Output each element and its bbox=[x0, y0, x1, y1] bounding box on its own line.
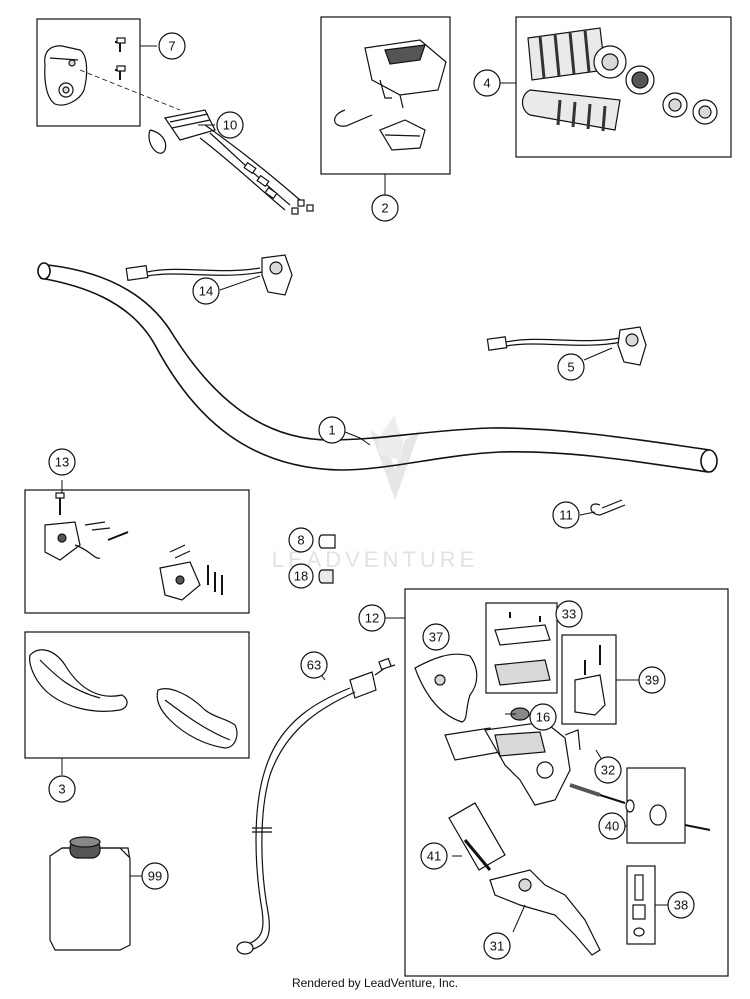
right-switch-part bbox=[486, 326, 647, 366]
hand-guards-part bbox=[29, 649, 238, 749]
svg-text:10: 10 bbox=[223, 118, 237, 133]
box-4 bbox=[515, 16, 732, 158]
callout-7: 7 bbox=[158, 32, 186, 60]
callout-18: 18 bbox=[288, 563, 314, 589]
callout-8: 8 bbox=[288, 527, 314, 553]
throttle-housing-part bbox=[44, 37, 126, 106]
svg-text:8: 8 bbox=[297, 533, 304, 548]
callout-16: 16 bbox=[529, 703, 557, 731]
svg-text:14: 14 bbox=[199, 284, 213, 299]
callout-12: 12 bbox=[358, 604, 386, 632]
box-3 bbox=[24, 631, 250, 759]
throttle-cables-part bbox=[148, 109, 314, 215]
callout-63: 63 bbox=[300, 651, 328, 679]
callout-31: 31 bbox=[483, 932, 511, 960]
svg-text:40: 40 bbox=[605, 819, 619, 834]
svg-text:18: 18 bbox=[294, 569, 308, 584]
footer-credit: Rendered by LeadVenture, Inc. bbox=[291, 976, 459, 990]
svg-text:4: 4 bbox=[483, 76, 490, 91]
callout-11: 11 bbox=[552, 501, 580, 529]
box-33 bbox=[485, 602, 558, 694]
master-cylinder-part bbox=[444, 721, 581, 806]
svg-text:11: 11 bbox=[559, 508, 573, 523]
svg-text:63: 63 bbox=[307, 658, 321, 673]
callout-99: 99 bbox=[141, 862, 169, 890]
box-7 bbox=[36, 18, 141, 127]
callout-10: 10 bbox=[216, 111, 244, 139]
callout-5: 5 bbox=[557, 353, 585, 381]
callout-3: 3 bbox=[48, 775, 76, 803]
callout-41: 41 bbox=[420, 842, 448, 870]
svg-text:13: 13 bbox=[55, 455, 69, 470]
callout-40: 40 bbox=[598, 812, 626, 840]
callout-38: 38 bbox=[667, 891, 695, 919]
callout-33: 33 bbox=[555, 600, 583, 628]
box-12 bbox=[404, 588, 729, 977]
svg-text:12: 12 bbox=[365, 611, 379, 626]
svg-text:2: 2 bbox=[381, 201, 388, 216]
piston-part bbox=[569, 783, 711, 831]
switch-cover-part bbox=[334, 39, 447, 151]
svg-text:3: 3 bbox=[58, 782, 65, 797]
brake-clamp-part bbox=[574, 645, 606, 716]
reservoir-cap-part bbox=[494, 612, 551, 686]
pivot-bolt-part bbox=[632, 874, 646, 937]
callout-4: 4 bbox=[473, 69, 501, 97]
callout-39: 39 bbox=[638, 666, 666, 694]
brake-lever-part bbox=[463, 839, 601, 956]
grips-part bbox=[521, 27, 718, 132]
svg-text:38: 38 bbox=[674, 898, 688, 913]
oil-bottle-part bbox=[49, 836, 131, 951]
svg-text:16: 16 bbox=[536, 710, 550, 725]
svg-text:99: 99 bbox=[148, 869, 162, 884]
callout-1: 1 bbox=[318, 416, 346, 444]
callout-32: 32 bbox=[594, 756, 622, 784]
callout-2: 2 bbox=[371, 194, 399, 222]
left-switch-part bbox=[125, 254, 293, 296]
callout-14: 14 bbox=[192, 277, 220, 305]
svg-text:37: 37 bbox=[429, 630, 443, 645]
svg-text:33: 33 bbox=[562, 607, 576, 622]
lever-guard-part bbox=[414, 653, 478, 723]
box-2 bbox=[320, 16, 451, 175]
svg-text:39: 39 bbox=[645, 673, 659, 688]
box-13 bbox=[24, 489, 250, 614]
callout-37: 37 bbox=[422, 623, 450, 651]
cable-tie-part bbox=[590, 499, 626, 516]
brake-line-part bbox=[236, 657, 396, 955]
svg-text:32: 32 bbox=[601, 763, 615, 778]
svg-text:41: 41 bbox=[427, 849, 441, 864]
clamp-part bbox=[44, 480, 223, 601]
svg-text:5: 5 bbox=[567, 360, 574, 375]
svg-text:31: 31 bbox=[490, 939, 504, 954]
small-bushings-part bbox=[318, 534, 336, 584]
svg-text:7: 7 bbox=[168, 39, 175, 54]
callout-13: 13 bbox=[48, 448, 76, 476]
box-41 bbox=[448, 802, 506, 871]
svg-text:1: 1 bbox=[328, 423, 335, 438]
